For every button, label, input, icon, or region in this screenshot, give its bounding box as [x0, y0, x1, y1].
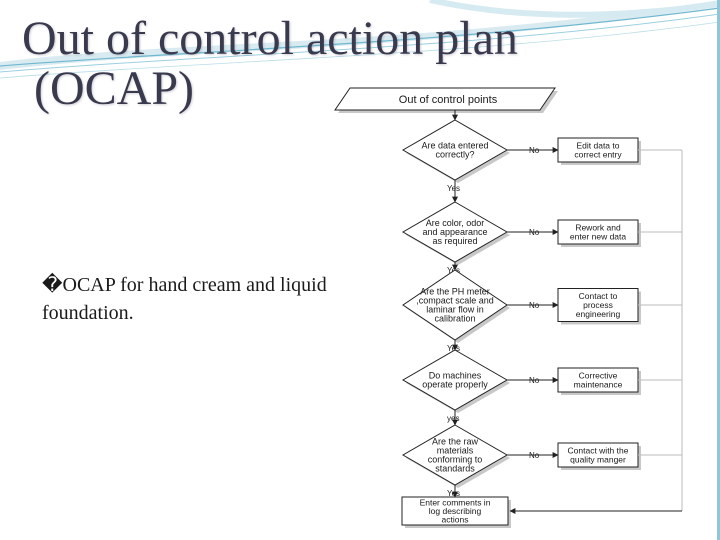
action-box-3: [557, 288, 639, 322]
right-edge-accent: [717, 0, 720, 540]
bullet-text: OCAP for hand cream and liquid foundatio…: [42, 274, 327, 324]
start-label: Out of control points: [399, 94, 498, 106]
bullet-glyph: �: [42, 274, 63, 296]
bullet-paragraph: �OCAP for hand cream and liquid foundati…: [42, 271, 342, 327]
yes-label-1: Yes: [447, 184, 460, 193]
end-box: [401, 496, 509, 526]
yes-label-4: yes: [447, 414, 459, 423]
no-label-4: No: [529, 376, 540, 385]
no-label-5: No: [529, 451, 540, 460]
no-label-3: No: [529, 301, 540, 310]
title-line-1: Out of control action plan: [22, 12, 518, 65]
action-box-4: [557, 367, 639, 393]
title-line-2: (OCAP): [34, 62, 195, 115]
yes-label-5: Yes: [447, 489, 460, 498]
no-label-1: No: [529, 146, 540, 155]
decorative-header-swoosh: [0, 0, 720, 79]
no-label-2: No: [529, 228, 540, 237]
start-box: [334, 87, 556, 111]
action-box-2: [557, 219, 639, 245]
slide-title: Out of control action plan (OCAP): [22, 14, 518, 114]
yes-label-3: Yes: [447, 344, 460, 353]
